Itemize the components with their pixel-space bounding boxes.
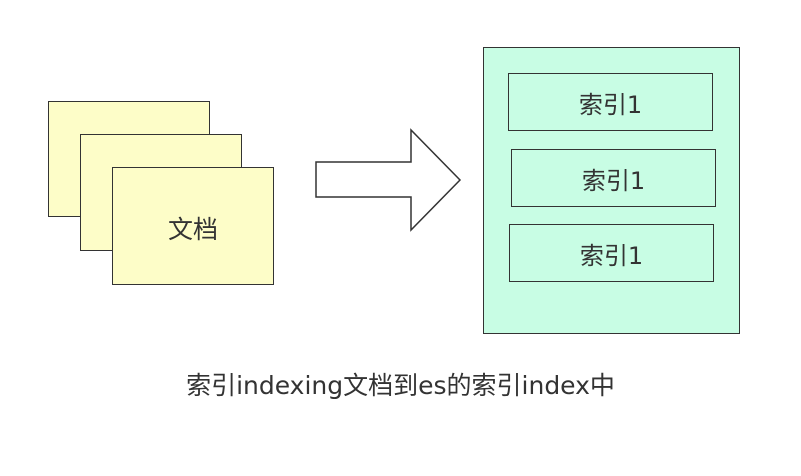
diagram-caption: 索引indexing文档到es的索引index中 bbox=[186, 371, 615, 400]
index-item: 索引1 bbox=[508, 73, 713, 131]
index-item: 索引1 bbox=[509, 224, 714, 282]
es-index-container: 索引1 索引1 索引1 bbox=[483, 47, 740, 334]
document-label: 文档 bbox=[167, 215, 218, 244]
index-item: 索引1 bbox=[511, 149, 716, 207]
document-sheet-front: 文档 bbox=[112, 167, 274, 285]
right-arrow-icon bbox=[315, 128, 462, 232]
